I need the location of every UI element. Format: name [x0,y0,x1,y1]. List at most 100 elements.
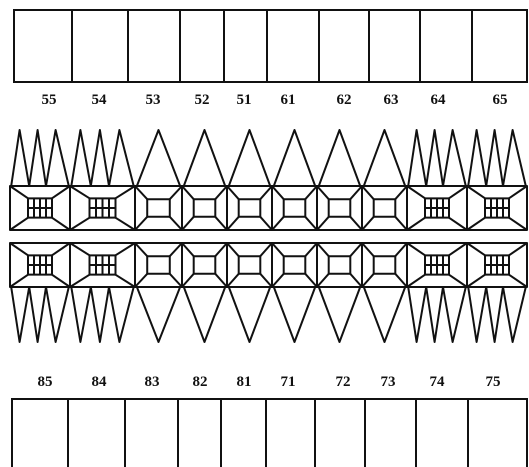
lower-teeth-diagram [10,243,527,342]
lower-box-82[interactable] [178,399,221,467]
lower-tooth-71-crown [272,243,317,287]
upper-tooth-54-root [71,130,133,186]
lower-tooth-74-crown [407,243,467,287]
upper-tooth-63-crown [362,186,407,230]
lower-tooth-75-crown [467,243,527,287]
upper-tooth-62[interactable] [317,130,362,230]
lower-tooth-74-root [408,287,466,342]
upper-tooth-62-root [319,130,360,186]
upper-box-52[interactable] [180,10,224,82]
upper-tooth-numbers: 55 54 53 52 51 61 62 63 64 65 [42,92,508,108]
upper-tooth-61[interactable] [272,130,317,230]
lower-box-73[interactable] [365,399,416,467]
lower-tooth-83[interactable] [135,243,182,342]
upper-tooth-number-55: 55 [42,92,57,108]
upper-tooth-number-63: 63 [384,92,399,108]
upper-tooth-53[interactable] [135,130,182,230]
upper-teeth-diagram [10,130,527,230]
lower-tooth-82[interactable] [182,243,227,342]
upper-tooth-55-crown [10,186,70,230]
lower-tooth-71[interactable] [272,243,317,342]
upper-tooth-64[interactable] [407,130,467,230]
lower-tooth-number-71: 71 [281,374,296,390]
upper-tooth-54-crown [70,186,135,230]
lower-tooth-85-root [11,287,69,342]
lower-tooth-84-root [71,287,133,342]
upper-tooth-54[interactable] [70,130,135,230]
lower-tooth-84-crown [70,243,135,287]
lower-tooth-82-root [184,287,225,342]
lower-box-81[interactable] [221,399,266,467]
upper-tooth-number-62: 62 [337,92,352,108]
upper-tooth-52-crown [182,186,227,230]
upper-box-63[interactable] [369,10,420,82]
upper-tooth-53-crown [135,186,182,230]
lower-record-boxes [12,399,527,467]
upper-tooth-64-root [408,130,466,186]
lower-tooth-85[interactable] [10,243,70,342]
upper-tooth-63[interactable] [362,130,407,230]
lower-tooth-number-72: 72 [336,374,351,390]
upper-box-62[interactable] [319,10,369,82]
upper-tooth-53-root [137,130,180,186]
upper-tooth-number-61: 61 [281,92,296,108]
upper-tooth-55-root [11,130,69,186]
lower-tooth-number-84: 84 [92,374,108,390]
lower-tooth-number-74: 74 [430,374,446,390]
lower-tooth-number-81: 81 [237,374,252,390]
lower-box-75[interactable] [468,399,527,467]
upper-tooth-number-54: 54 [92,92,108,108]
upper-tooth-number-51: 51 [237,92,252,108]
upper-tooth-62-crown [317,186,362,230]
upper-tooth-number-65: 65 [493,92,508,108]
lower-tooth-71-root [274,287,315,342]
upper-tooth-51[interactable] [227,130,272,230]
upper-tooth-number-52: 52 [195,92,210,108]
lower-tooth-73-root [364,287,405,342]
upper-box-51[interactable] [224,10,267,82]
upper-tooth-65[interactable] [467,130,527,230]
upper-tooth-52-root [184,130,225,186]
lower-tooth-81[interactable] [227,243,272,342]
lower-tooth-81-crown [227,243,272,287]
upper-tooth-number-64: 64 [431,92,447,108]
lower-box-74[interactable] [416,399,468,467]
upper-box-65[interactable] [472,10,527,82]
lower-tooth-73-crown [362,243,407,287]
lower-tooth-73[interactable] [362,243,407,342]
lower-tooth-83-crown [135,243,182,287]
upper-box-54[interactable] [72,10,128,82]
upper-tooth-61-crown [272,186,317,230]
upper-tooth-65-crown [467,186,527,230]
lower-tooth-number-83: 83 [145,374,160,390]
upper-tooth-number-53: 53 [146,92,161,108]
lower-box-84[interactable] [68,399,125,467]
lower-tooth-82-crown [182,243,227,287]
lower-box-85[interactable] [12,399,68,467]
upper-tooth-55[interactable] [10,130,70,230]
lower-tooth-83-root [137,287,180,342]
upper-box-64[interactable] [420,10,472,82]
upper-tooth-61-root [274,130,315,186]
lower-box-83[interactable] [125,399,178,467]
upper-box-61[interactable] [267,10,319,82]
lower-box-71[interactable] [266,399,315,467]
lower-tooth-number-82: 82 [193,374,208,390]
upper-tooth-63-root [364,130,405,186]
lower-tooth-74[interactable] [407,243,467,342]
upper-box-55[interactable] [14,10,72,82]
lower-tooth-72[interactable] [317,243,362,342]
lower-box-72[interactable] [315,399,365,467]
lower-tooth-75[interactable] [467,243,527,342]
upper-tooth-51-crown [227,186,272,230]
upper-tooth-52[interactable] [182,130,227,230]
lower-tooth-number-73: 73 [381,374,396,390]
upper-tooth-65-root [468,130,526,186]
upper-box-53[interactable] [128,10,180,82]
lower-tooth-81-root [229,287,270,342]
lower-tooth-84[interactable] [70,243,135,342]
lower-tooth-85-crown [10,243,70,287]
upper-record-boxes [14,10,527,82]
